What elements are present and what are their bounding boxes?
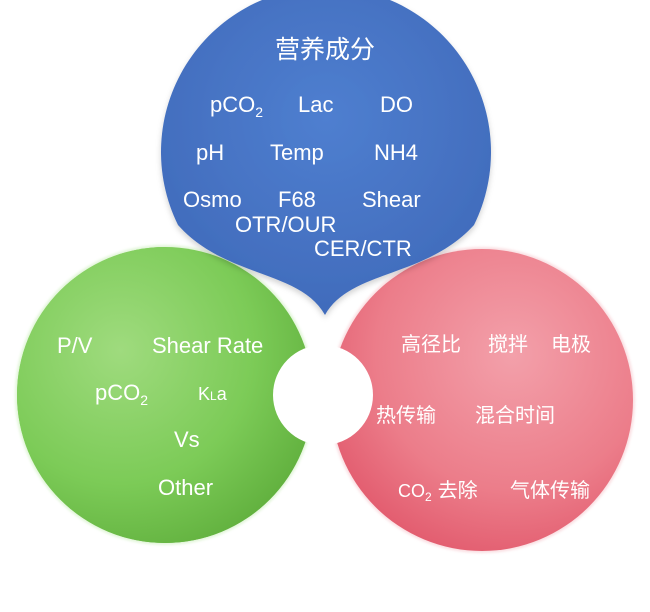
red-circle: [331, 249, 633, 551]
label-osmo: Osmo: [183, 187, 242, 212]
label-lac: Lac: [298, 92, 333, 117]
label-pco2-left: pCO2: [95, 380, 148, 408]
green-circle-body: [17, 247, 313, 543]
label-kla: KLa: [198, 384, 228, 404]
label-pco2-top: pCO2: [210, 92, 263, 120]
label-do: DO: [380, 92, 413, 117]
label-other: Other: [158, 475, 213, 500]
label-electrode: 电极: [551, 332, 591, 356]
label-f68: F68: [278, 187, 316, 212]
label-gas-transfer: 气体传输: [510, 478, 590, 502]
label-agitation: 搅拌: [488, 332, 528, 356]
label-vs: Vs: [174, 427, 200, 452]
label-heat-transfer: 热传输: [376, 403, 436, 427]
label-shear: Shear: [362, 187, 421, 212]
label-cer-ctr: CER/CTR: [314, 236, 412, 261]
label-mixing-time: 混合时间: [475, 403, 555, 427]
label-nh4: NH4: [374, 140, 418, 165]
label-aspect-ratio: 高径比: [401, 332, 461, 356]
center-hole: [273, 345, 373, 445]
label-temp: Temp: [270, 140, 324, 165]
label-pv: P/V: [57, 333, 93, 358]
label-otr-our: OTR/OUR: [235, 212, 336, 237]
label-ph: pH: [196, 140, 224, 165]
blue-title: 营养成分: [275, 35, 375, 64]
blue-circle: [161, 0, 491, 315]
label-shear-rate: Shear Rate: [152, 333, 263, 358]
